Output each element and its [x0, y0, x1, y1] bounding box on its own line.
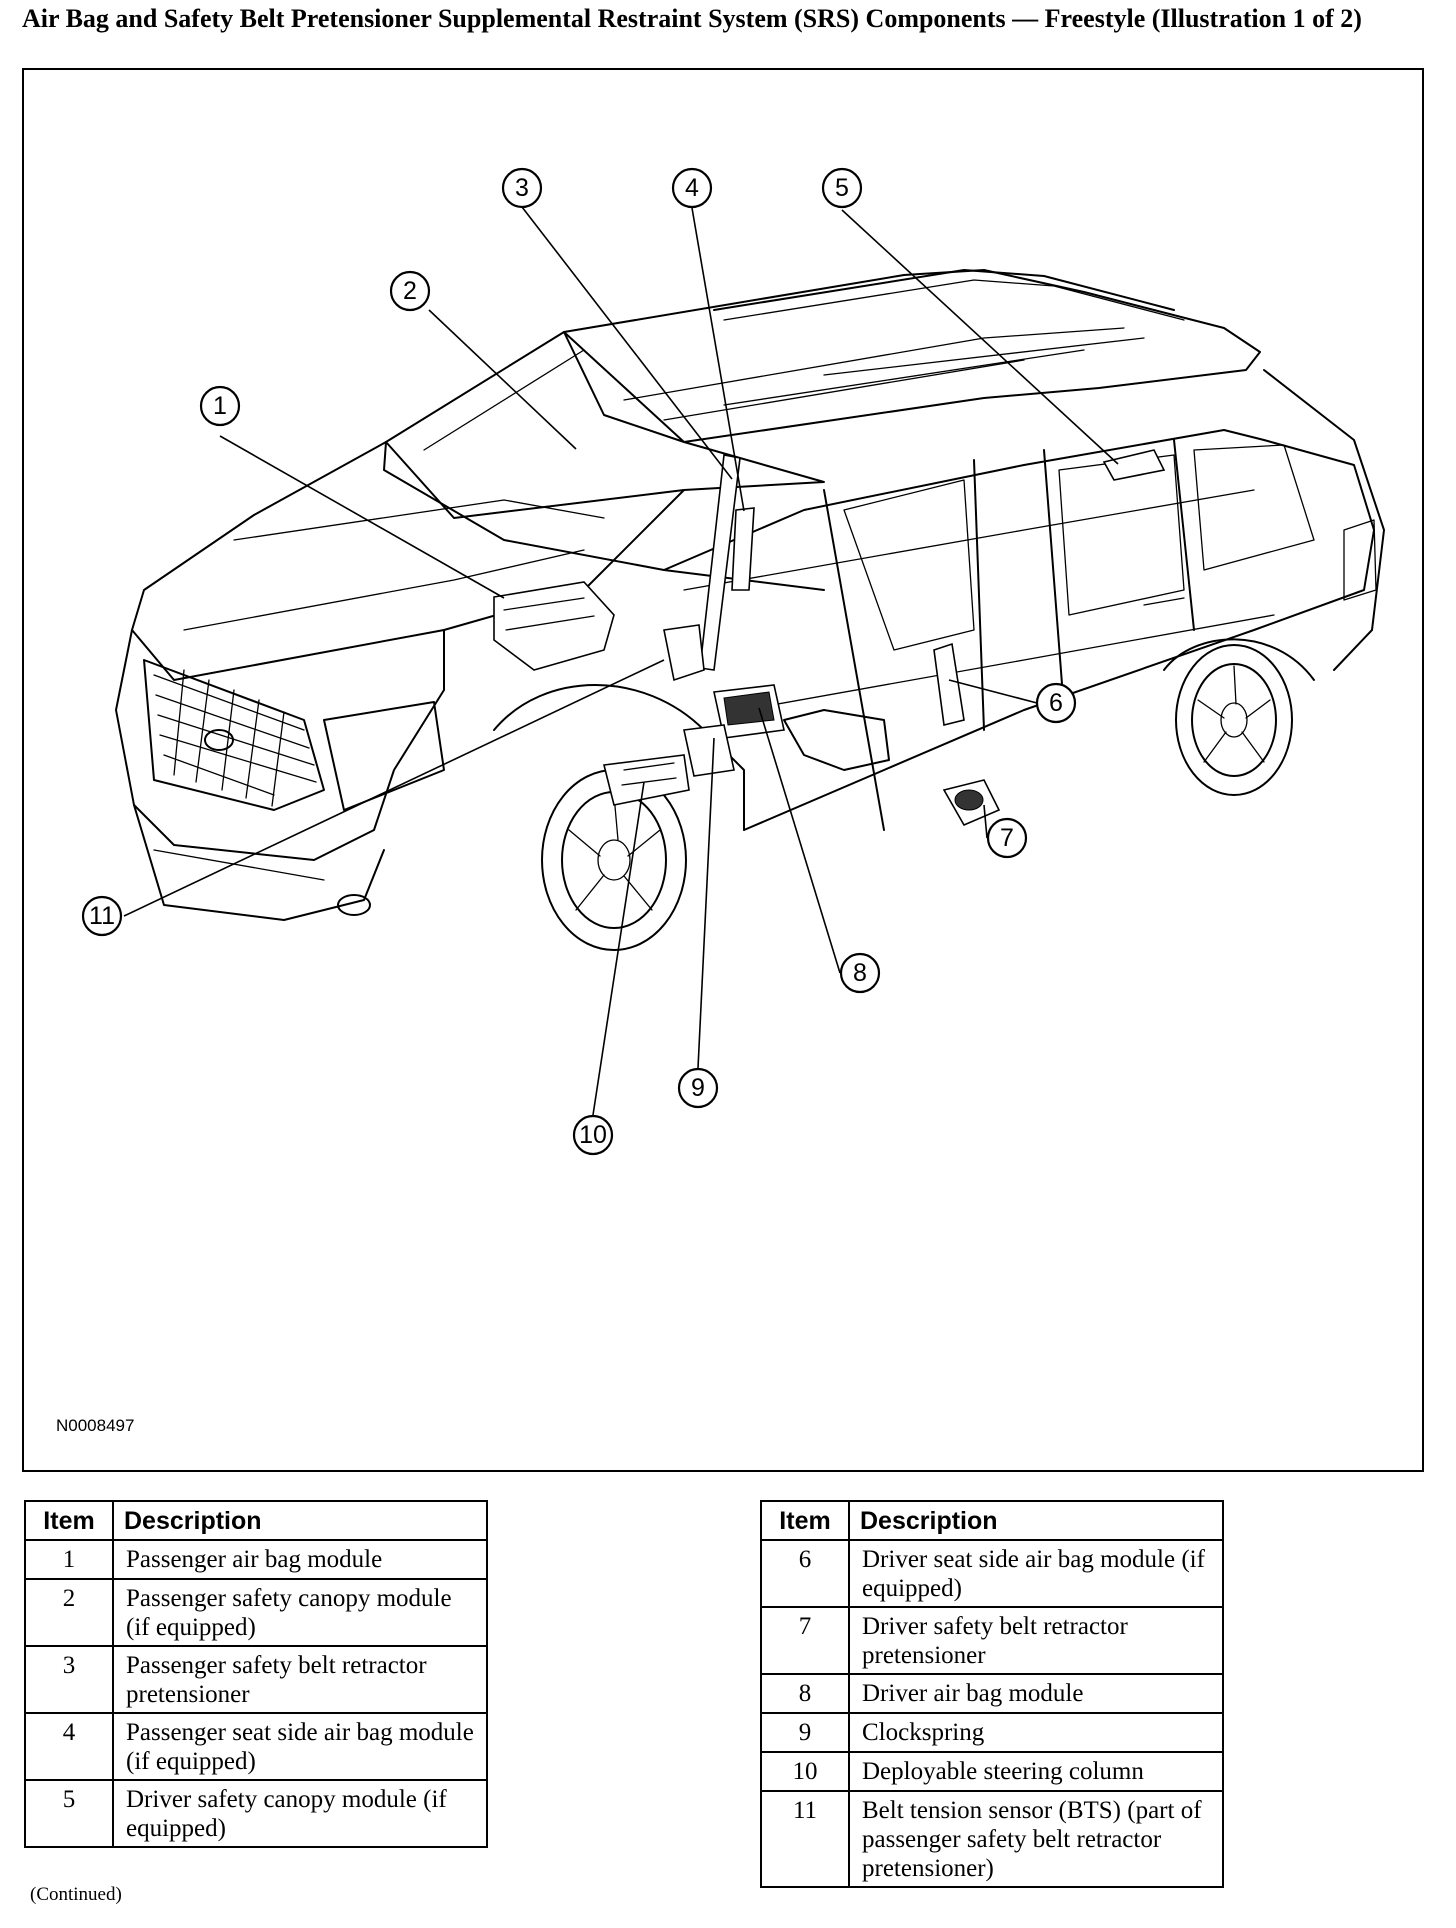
callout-10: 10 — [572, 1114, 614, 1156]
legend-item-number: 8 — [760, 1673, 850, 1714]
legend-row: 1 Passenger air bag module — [24, 1539, 488, 1580]
legend-item-description: Driver seat side air bag module (if equi… — [848, 1539, 1224, 1608]
legend-row: 11 Belt tension sensor (BTS) (part of pa… — [760, 1790, 1224, 1888]
callout-6-label: 6 — [1049, 689, 1063, 717]
legend-table-right: Item Description 6 Driver seat side air … — [760, 1500, 1224, 1888]
leader-lines — [123, 206, 1119, 1116]
srs-component-illustration: 1 2 3 4 5 6 7 8 9 10 11 N0008497 — [22, 68, 1424, 1472]
legend-header-row: Item Description — [760, 1500, 1224, 1541]
callout-7-label: 7 — [1000, 824, 1014, 852]
legend-item-number: 1 — [24, 1539, 114, 1580]
page-title: Air Bag and Safety Belt Pretensioner Sup… — [22, 4, 1362, 33]
vehicle-body — [115, 269, 1385, 951]
item-column-header: Item — [760, 1500, 850, 1541]
legend-item-description: Passenger seat side air bag module (if e… — [112, 1712, 488, 1781]
legend-row: 4 Passenger seat side air bag module (if… — [24, 1712, 488, 1781]
figure-code: N0008497 — [56, 1416, 135, 1435]
callout-3: 3 — [501, 167, 543, 209]
callout-1: 1 — [199, 385, 241, 427]
legend-table-left: Item Description 1 Passenger air bag mod… — [24, 1500, 488, 1848]
description-column-header: Description — [848, 1500, 1224, 1541]
legend-item-number: 3 — [24, 1645, 114, 1714]
legend-row: 9 Clockspring — [760, 1712, 1224, 1753]
legend-item-number: 10 — [760, 1751, 850, 1792]
legend-item-description: Driver safety canopy module (if equipped… — [112, 1779, 488, 1848]
legend-item-description: Passenger air bag module — [112, 1539, 488, 1580]
srs-components — [493, 449, 1166, 827]
legend-row: 6 Driver seat side air bag module (if eq… — [760, 1539, 1224, 1608]
legend-item-description: Driver safety belt retractor pretensione… — [848, 1606, 1224, 1675]
legend-item-number: 11 — [760, 1790, 850, 1888]
legend-item-number: 5 — [24, 1779, 114, 1848]
legend-item-number: 4 — [24, 1712, 114, 1781]
callout-10-label: 10 — [579, 1121, 607, 1149]
legend-row: 8 Driver air bag module — [760, 1673, 1224, 1714]
callout-9-label: 9 — [691, 1074, 705, 1102]
legend-row: 2 Passenger safety canopy module (if equ… — [24, 1578, 488, 1647]
legend-item-description: Driver air bag module — [848, 1673, 1224, 1714]
callout-9: 9 — [677, 1067, 719, 1109]
legend-item-description: Clockspring — [848, 1712, 1224, 1753]
legend-row: 5 Driver safety canopy module (if equipp… — [24, 1779, 488, 1848]
legend-item-number: 9 — [760, 1712, 850, 1753]
callout-8: 8 — [839, 952, 881, 994]
callout-2: 2 — [389, 270, 431, 312]
vehicle-line-drawing: 1 2 3 4 5 6 7 8 9 10 11 — [81, 167, 1385, 1156]
callout-11-label: 11 — [89, 902, 115, 930]
legend-item-number: 6 — [760, 1539, 850, 1608]
item-column-header: Item — [24, 1500, 114, 1541]
callout-4: 4 — [671, 167, 713, 209]
legend-item-description: Deployable steering column — [848, 1751, 1224, 1792]
callout-7: 7 — [986, 817, 1028, 859]
callout-1-label: 1 — [213, 392, 227, 420]
callout-4-label: 4 — [685, 174, 699, 202]
legend-row: 3 Passenger safety belt retractor preten… — [24, 1645, 488, 1714]
legend-row: 7 Driver safety belt retractor pretensio… — [760, 1606, 1224, 1675]
legend-item-description: Passenger safety belt retractor pretensi… — [112, 1645, 488, 1714]
legend-item-description: Passenger safety canopy module (if equip… — [112, 1578, 488, 1647]
description-column-header: Description — [112, 1500, 488, 1541]
callout-2-label: 2 — [403, 277, 417, 305]
legend-item-number: 7 — [760, 1606, 850, 1675]
callout-5: 5 — [821, 167, 863, 209]
legend-item-number: 2 — [24, 1578, 114, 1647]
callout-11: 11 — [81, 895, 123, 937]
callout-3-label: 3 — [515, 174, 529, 202]
callout-8-label: 8 — [853, 959, 867, 987]
callout-5-label: 5 — [835, 174, 849, 202]
callout-6: 6 — [1035, 682, 1077, 724]
legend-item-description: Belt tension sensor (BTS) (part of passe… — [848, 1790, 1224, 1888]
legend-row: 10 Deployable steering column — [760, 1751, 1224, 1792]
continued-note: (Continued) — [30, 1884, 122, 1905]
legend-header-row: Item Description — [24, 1500, 488, 1541]
